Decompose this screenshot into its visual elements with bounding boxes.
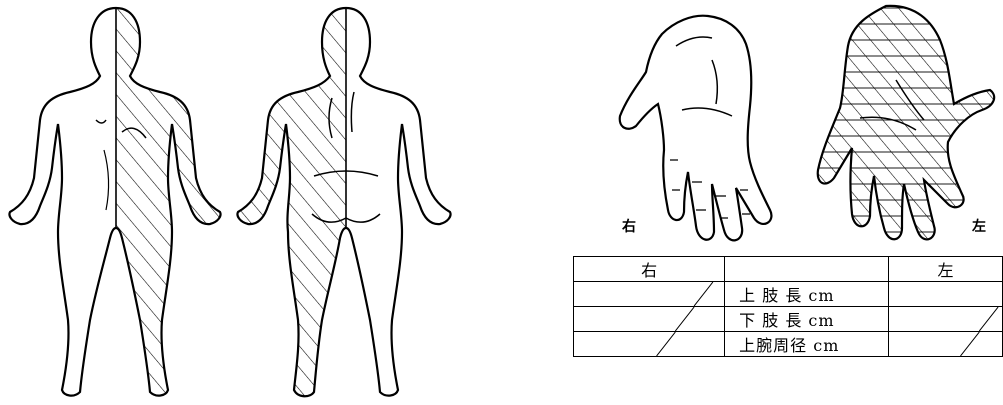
row-label: 下 肢 長 cm bbox=[725, 307, 889, 332]
row-label: 上 肢 長 cm bbox=[725, 282, 889, 307]
measurement-table: 右 左 上 肢 長 cm 下 肢 長 cm 上腕周径 cm bbox=[573, 256, 1003, 357]
right-value-cell bbox=[574, 332, 725, 357]
row-label: 上腕周径 cm bbox=[725, 332, 889, 357]
left-hand-label: 左 bbox=[972, 216, 986, 236]
header-right: 右 bbox=[574, 257, 725, 282]
header-left: 左 bbox=[889, 257, 1003, 282]
left-value-cell bbox=[889, 332, 1003, 357]
right-hand-label: 右 bbox=[622, 216, 636, 236]
table-row: 下 肢 長 cm bbox=[574, 307, 1003, 332]
header-middle bbox=[725, 257, 889, 282]
left-value-cell bbox=[889, 307, 1003, 332]
body-back-figure bbox=[228, 0, 460, 405]
table-row: 上腕周径 cm bbox=[574, 332, 1003, 357]
right-value-cell bbox=[574, 282, 725, 307]
right-hand-figure bbox=[612, 0, 802, 260]
left-value-cell bbox=[889, 282, 1003, 307]
table-row: 上 肢 長 cm bbox=[574, 282, 1003, 307]
table-header-row: 右 左 bbox=[574, 257, 1003, 282]
body-front-figure bbox=[0, 0, 230, 405]
right-value-cell bbox=[574, 307, 725, 332]
